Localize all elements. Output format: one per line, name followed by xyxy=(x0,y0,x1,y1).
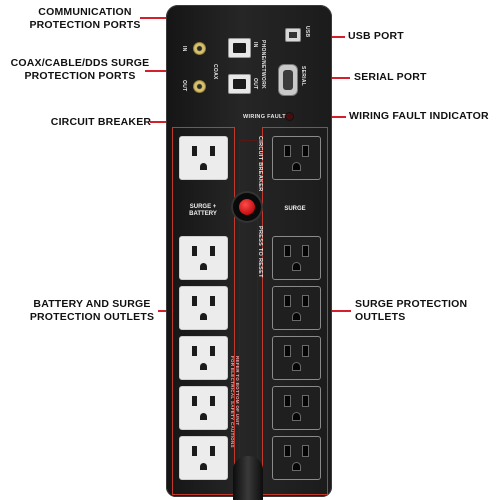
callout-communication-ports: COMMUNICATION PROTECTION PORTS xyxy=(29,6,141,31)
surge-outlet-4 xyxy=(272,336,321,380)
phone-network-label: PHONE/NETWORK xyxy=(260,40,266,89)
leader-circuit-breaker xyxy=(150,121,173,123)
callout-surge-outlets: SURGE PROTECTION OUTLETS xyxy=(355,298,468,323)
battery-outlet-5 xyxy=(179,386,228,430)
battery-outlet-frame xyxy=(172,127,235,495)
safety-caution-label: REFER TO BOTTOM OF UNIT FOR ELECTRICAL S… xyxy=(230,356,240,448)
surge-label: SURGE xyxy=(284,206,306,212)
phone-in-jack xyxy=(228,38,251,58)
coax-out-label: OUT xyxy=(181,80,187,92)
callout-circuit-breaker: CIRCUIT BREAKER xyxy=(50,116,152,128)
callout-coax-ports: COAX/CABLE/DDS SURGE PROTECTION PORTS xyxy=(10,57,150,82)
battery-outlet-2 xyxy=(179,236,228,280)
circuit-breaker-button[interactable] xyxy=(233,193,261,221)
coax-in-connector xyxy=(193,42,206,55)
leader-surge-outlets xyxy=(326,310,351,312)
serial-label: SERIAL xyxy=(300,66,306,87)
surge-outlet-3 xyxy=(272,286,321,330)
center-divider-strip xyxy=(239,140,258,460)
coax-label: COAX xyxy=(212,64,218,80)
surge-outlet-5 xyxy=(272,386,321,430)
surge-outlet-1 xyxy=(272,136,321,180)
battery-outlet-4 xyxy=(179,336,228,380)
phone-out-jack xyxy=(228,74,251,94)
surge-battery-label: SURGE + BATTERY xyxy=(189,204,217,217)
wiring-fault-label: WIRING FAULT xyxy=(243,114,286,120)
battery-outlet-1 xyxy=(179,136,228,180)
callout-wiring-fault: WIRING FAULT INDICATOR xyxy=(349,110,489,122)
callout-serial-port: SERIAL PORT xyxy=(354,71,427,83)
phone-out-label: OUT xyxy=(252,78,258,90)
phone-in-label: IN xyxy=(252,42,258,48)
callout-battery-surge-outlets: BATTERY AND SURGE PROTECTION OUTLETS xyxy=(29,298,155,323)
surge-outlet-frame xyxy=(262,127,328,495)
power-cord xyxy=(233,456,263,500)
leader-battery-surge xyxy=(158,310,173,312)
usb-label: USB xyxy=(304,26,310,38)
coax-in-label: IN xyxy=(181,46,187,52)
circuit-breaker-label: CIRCUIT BREAKER xyxy=(257,136,263,192)
surge-outlet-2 xyxy=(272,236,321,280)
battery-outlet-6 xyxy=(179,436,228,480)
battery-outlet-3 xyxy=(179,286,228,330)
coax-out-connector xyxy=(193,80,206,93)
surge-outlet-6 xyxy=(272,436,321,480)
usb-port xyxy=(285,28,301,42)
press-to-reset-label: PRESS TO RESET xyxy=(257,226,263,278)
callout-usb-port: USB PORT xyxy=(348,30,404,42)
wiring-fault-led xyxy=(286,113,293,120)
serial-port xyxy=(278,64,298,96)
leader-coax xyxy=(145,70,178,72)
